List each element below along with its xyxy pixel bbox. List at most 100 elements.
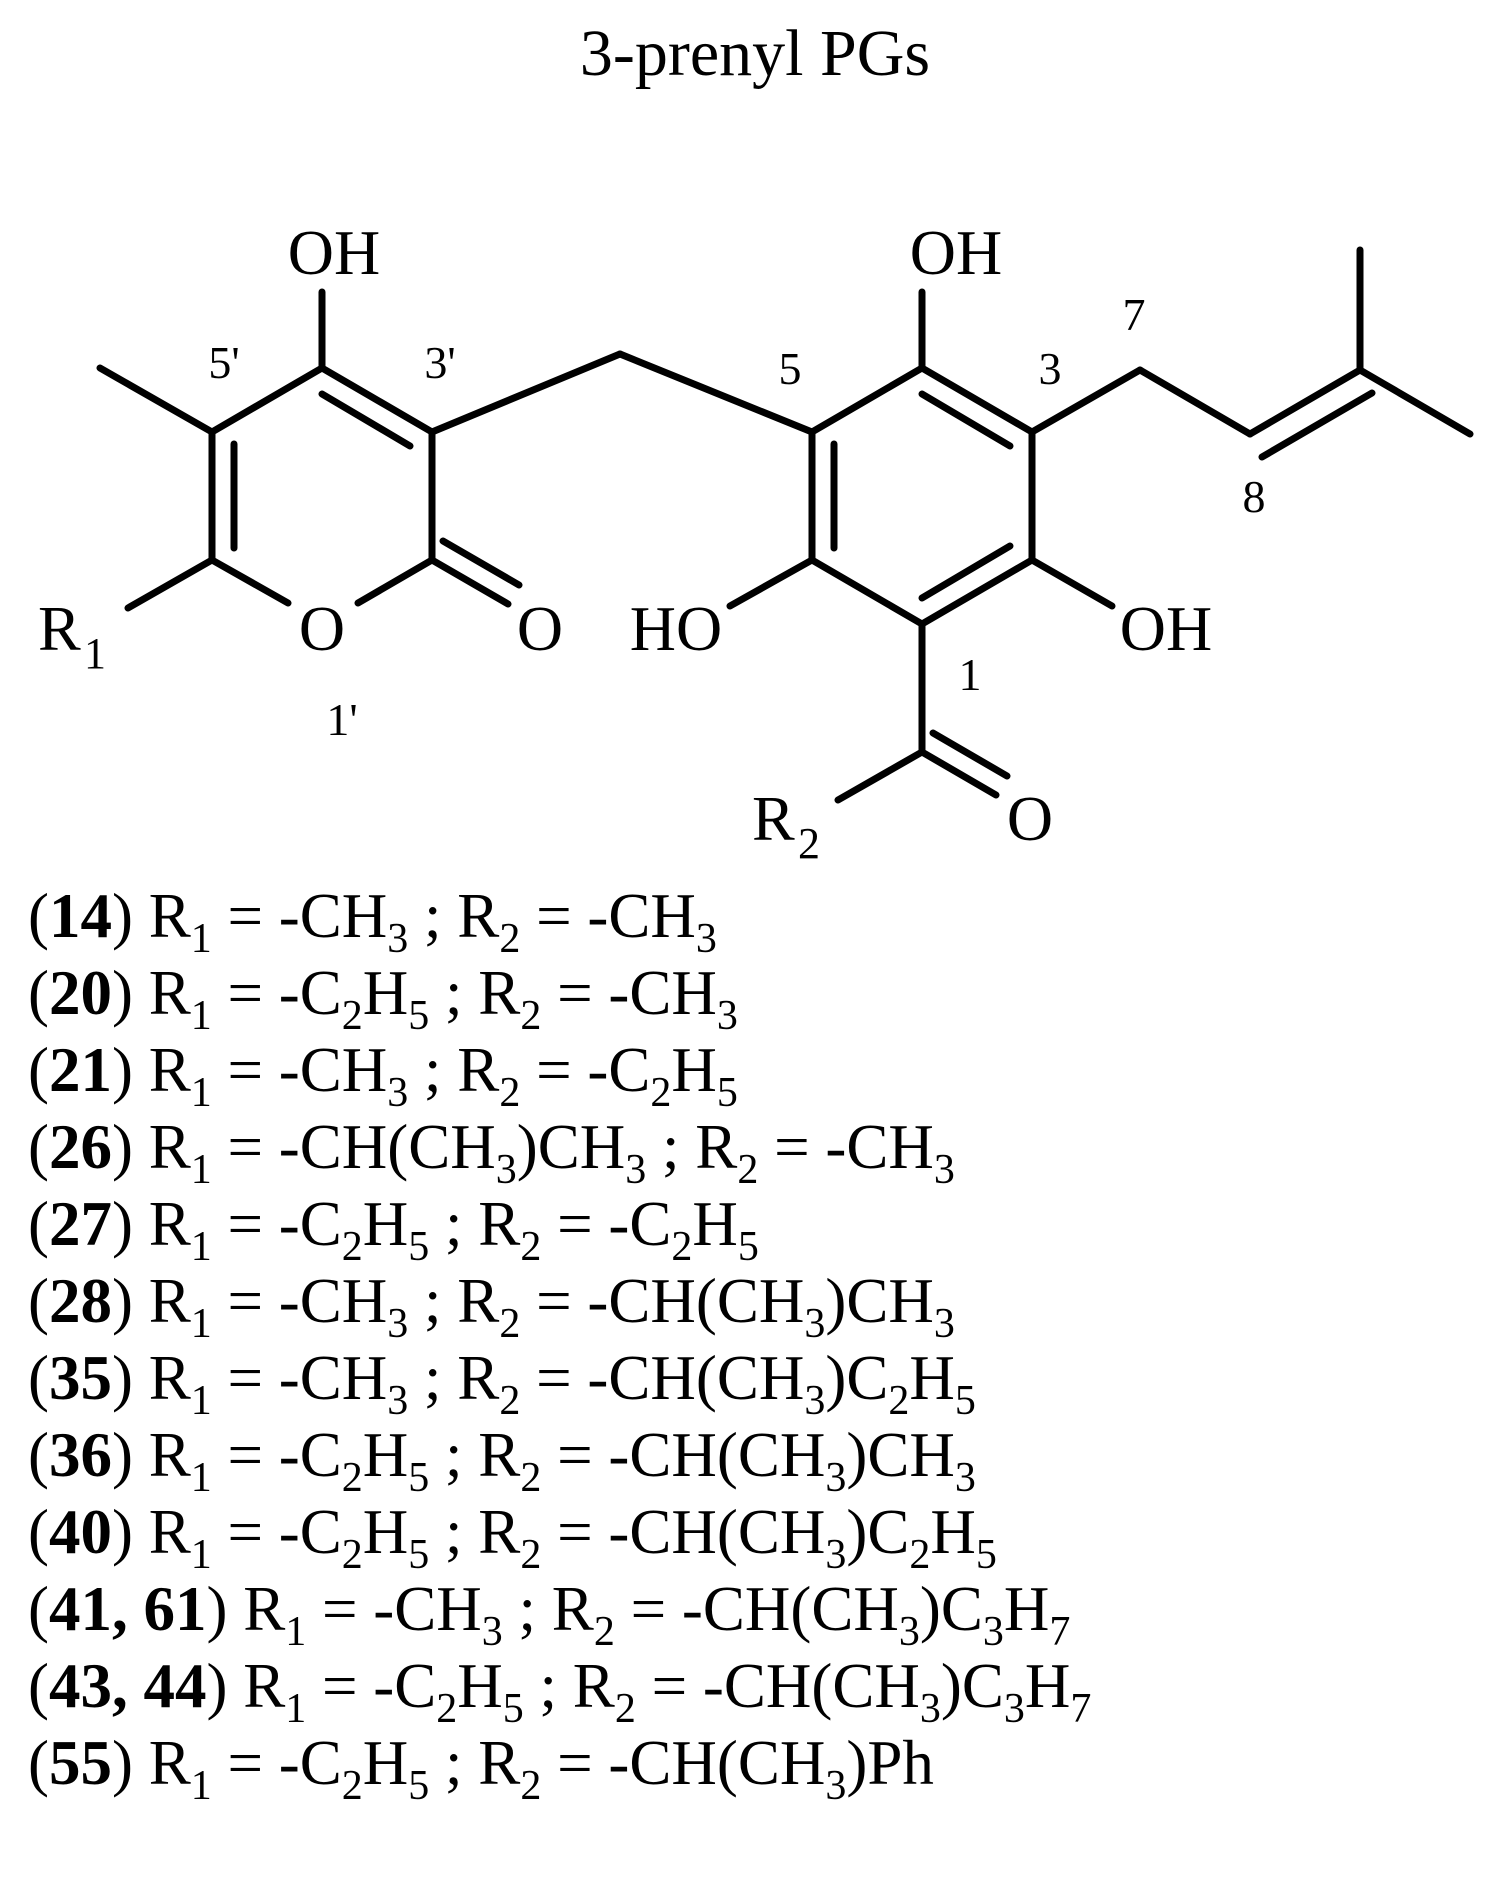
r1-formula-text: -CH: [278, 1266, 388, 1336]
bonds: [96, 246, 1474, 804]
r1-formula-subscript: 3: [387, 1301, 409, 1347]
r1-letter: R: [148, 1420, 191, 1490]
bond-c2-o1: [354, 556, 436, 607]
locant-1: 1: [959, 649, 982, 700]
r1-formula-text: -CH: [278, 1343, 388, 1413]
r1-formula-subscript: 2: [341, 1532, 363, 1578]
r2-formula-text: -CH(CH: [608, 1497, 826, 1567]
locant-8: 8: [1243, 471, 1266, 522]
r2-formula-text: )CH: [846, 1420, 955, 1490]
equals-sign: =: [520, 881, 588, 951]
r1-index: 1: [190, 1224, 212, 1270]
compound-id: 20: [48, 958, 112, 1028]
chemical-structure: OH OH HO OH O O O R 1 R 2 5' 3' 1' 5 3 7…: [38, 217, 1474, 868]
r2-index: 2: [520, 1455, 542, 1501]
bond-c5prime-c4: [208, 364, 326, 436]
r1-formula-subscript: 5: [408, 993, 430, 1039]
r1-formula-text: -C: [373, 1651, 437, 1721]
bond-c2b-c1-inner: [918, 542, 1014, 602]
equals-sign: =: [614, 1574, 682, 1644]
r1-index: 1: [190, 1301, 212, 1347]
r2-formula-subscript: 2: [650, 1070, 672, 1116]
r2-index: 2: [499, 916, 521, 962]
r2-letter: R: [478, 1728, 521, 1798]
separator: ;: [523, 1651, 573, 1721]
compound-row: (14) R1 = -CH3 ; R2 = -CH3: [28, 881, 717, 962]
r1-letter: R: [148, 881, 191, 951]
equals-sign: =: [541, 958, 609, 1028]
compound-id: 14: [48, 881, 112, 951]
r2-formula-text: -C: [608, 1189, 672, 1259]
r2-letter: R: [551, 1574, 594, 1644]
r2-index: 2: [614, 1686, 636, 1732]
r2-formula-text: -CH(CH: [608, 1420, 826, 1490]
separator: ;: [502, 1574, 552, 1644]
r1-letter: R: [243, 1574, 286, 1644]
atom-ketone-carbonyl-o: O: [1007, 783, 1053, 854]
r2-index: 2: [499, 1301, 521, 1347]
r1-formula-text: -CH: [278, 881, 388, 951]
compound-id: 27: [48, 1189, 112, 1259]
r2-formula-text: -CH: [608, 958, 717, 1028]
r2-letter: R: [478, 958, 521, 1028]
r2-letter: R: [572, 1651, 615, 1721]
r1-formula-subscript: 3: [387, 916, 409, 962]
bond-c3prime-ch2: [428, 350, 624, 436]
r2-formula-subscript: 2: [909, 1532, 931, 1578]
bond-c6-r1: [124, 556, 216, 612]
r1-letter: R: [148, 1035, 191, 1105]
r1-formula-text: -CH: [278, 1035, 388, 1105]
equals-sign: =: [520, 1035, 588, 1105]
compound-row: (27) R1 = -C2H5 ; R2 = -C2H5: [28, 1189, 759, 1270]
bond-c7-c8: [1136, 366, 1254, 438]
r2-formula-subscript: 3: [825, 1763, 847, 1809]
r2-formula-subscript: 3: [919, 1686, 941, 1732]
r2-formula-text: -CH: [825, 1112, 934, 1182]
r2-formula-text: -CH(CH: [681, 1574, 899, 1644]
r1-formula-subscript: 5: [408, 1763, 430, 1809]
r2-formula-subscript: 2: [671, 1224, 693, 1270]
compound-id: 35: [48, 1343, 112, 1413]
atom-ring-oxygen: O: [299, 593, 345, 664]
bond-c4b-c3: [918, 364, 1036, 436]
equals-sign: =: [306, 1574, 374, 1644]
compound-id: 36: [48, 1420, 112, 1490]
compound-id: 43, 44: [48, 1651, 207, 1721]
compound-row: (26) R1 = -CH(CH3)CH3 ; R2 = -CH3: [28, 1112, 955, 1193]
atom-labels: OH OH HO OH O O O R 1 R 2: [38, 217, 1212, 868]
r1-formula-text: H: [362, 958, 409, 1028]
atom-r1-subscript: 1: [84, 629, 106, 678]
r1-formula-subscript: 3: [481, 1609, 503, 1655]
equals-sign: =: [211, 1728, 279, 1798]
r2-index: 2: [520, 1532, 542, 1578]
r1-letter: R: [148, 1266, 191, 1336]
locant-3: 3: [1039, 343, 1062, 394]
bond-acyl-o-a: [918, 748, 1000, 799]
compound-row: (20) R1 = -C2H5 ; R2 = -CH3: [28, 958, 738, 1039]
r1-formula-text: H: [362, 1189, 409, 1259]
r1-formula-text: -CH(CH: [278, 1112, 496, 1182]
compound-id: 26: [48, 1112, 112, 1182]
r2-formula-text: -CH(CH: [608, 1728, 826, 1798]
bond-c5prime-methyl: [96, 364, 216, 436]
compound-row: (35) R1 = -CH3 ; R2 = -CH(CH3)C2H5: [28, 1343, 976, 1424]
bond-c2b-oh: [1028, 556, 1116, 610]
atom-ho-bottom: HO: [630, 593, 722, 664]
locant-5prime: 5': [208, 337, 239, 388]
bond-c2b-c1: [918, 556, 1036, 628]
page-title: 3-prenyl PGs: [579, 17, 931, 90]
atom-r2-subscript: 2: [798, 819, 820, 868]
r2-index: 2: [499, 1070, 521, 1116]
r2-index: 2: [499, 1378, 521, 1424]
compound-row: (40) R1 = -C2H5 ; R2 = -CH(CH3)C2H5: [28, 1497, 997, 1578]
r2-formula-subscript: 3: [825, 1455, 847, 1501]
r2-formula-subscript: 3: [898, 1609, 920, 1655]
locant-7: 7: [1123, 289, 1146, 340]
r2-formula-subscript: 5: [737, 1224, 759, 1270]
equals-sign: =: [758, 1112, 826, 1182]
r1-formula-subscript: 2: [341, 1455, 363, 1501]
r2-formula-subscript: 3: [954, 1455, 976, 1501]
r2-formula-subscript: 7: [1049, 1609, 1071, 1655]
atom-r2: R: [752, 783, 795, 854]
r2-formula-text: H: [692, 1189, 738, 1259]
